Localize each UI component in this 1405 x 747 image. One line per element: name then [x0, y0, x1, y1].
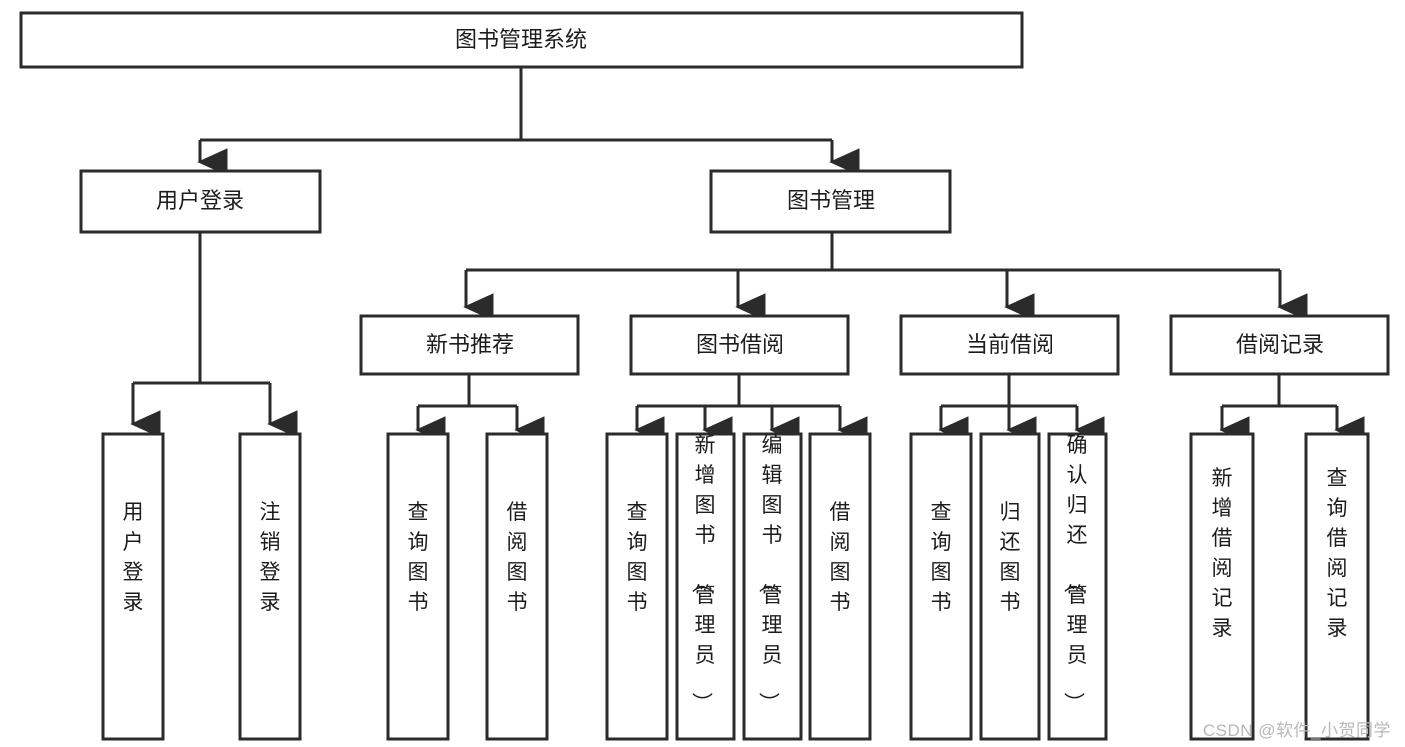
node-leaf-add-record[interactable]: 新增借阅记录 [1189, 432, 1255, 741]
node-leaf-borrow-book-a-label: 借阅图书 [507, 501, 528, 614]
node-leaf-add-book-label: 新增图书（管理员） [690, 434, 716, 713]
node-leaf-borrow-book-b-label: 借阅图书 [830, 501, 851, 614]
node-leaf-query-book-b-label: 查询图书 [627, 501, 648, 614]
csdn-watermark: CSDN @软件_小贺同学 [1202, 721, 1391, 740]
node-book-borrow-box[interactable] [629, 314, 850, 376]
node-user-login-label: 用户登录 [156, 188, 244, 213]
node-leaf-add-record-box[interactable] [1189, 432, 1255, 741]
node-leaf-confirm-return-box[interactable] [1047, 432, 1108, 741]
node-leaf-query-record-label: 查询借阅记录 [1327, 467, 1348, 640]
node-leaf-confirm-return-label: 确认归还（管理员） [1062, 434, 1088, 713]
node-leaf-borrow-book-b-box[interactable] [808, 432, 872, 741]
node-leaf-query-book-b-box[interactable] [605, 432, 669, 741]
node-borrow-record-label: 借阅记录 [1236, 332, 1324, 357]
node-leaf-edit-book[interactable]: 编辑图书（管理员） [742, 432, 803, 741]
node-leaf-query-record[interactable]: 查询借阅记录 [1304, 432, 1370, 741]
node-leaf-return-book[interactable]: 归还图书 [979, 432, 1041, 741]
node-book-borrow[interactable]: 图书借阅 [629, 314, 850, 376]
node-leaf-logout-box[interactable] [238, 432, 302, 741]
node-new-book-rec[interactable]: 新书推荐 [359, 314, 580, 376]
node-leaf-query-book-b[interactable]: 查询图书 [605, 432, 669, 741]
node-root-box[interactable] [19, 11, 1024, 69]
node-borrow-record-box[interactable] [1169, 314, 1390, 376]
node-leaf-edit-book-label: 编辑图书（管理员） [757, 434, 783, 713]
node-leaf-add-record-label: 新增借阅记录 [1212, 467, 1233, 640]
node-user-login[interactable]: 用户登录 [79, 169, 322, 234]
node-leaf-query-book-c[interactable]: 查询图书 [909, 432, 973, 741]
node-leaf-user-login-box[interactable] [101, 432, 165, 741]
node-current-borrow-label: 当前借阅 [966, 332, 1054, 357]
node-leaf-user-login-label: 用户登录 [123, 501, 144, 614]
node-user-login-box[interactable] [79, 169, 322, 234]
node-leaf-query-record-box[interactable] [1304, 432, 1370, 741]
node-book-manage-label: 图书管理 [787, 188, 875, 213]
node-current-borrow[interactable]: 当前借阅 [899, 314, 1120, 376]
node-leaf-borrow-book-a[interactable]: 借阅图书 [485, 432, 549, 741]
node-borrow-record[interactable]: 借阅记录 [1169, 314, 1390, 376]
node-book-borrow-label: 图书借阅 [696, 332, 784, 357]
node-root-label: 图书管理系统 [455, 27, 587, 52]
node-leaf-user-login[interactable]: 用户登录 [101, 432, 165, 741]
edges-group [130, 67, 1365, 444]
node-new-book-rec-box[interactable] [359, 314, 580, 376]
node-new-book-rec-label: 新书推荐 [426, 332, 514, 357]
node-leaf-add-book-box[interactable] [675, 432, 736, 741]
node-leaf-edit-book-box[interactable] [742, 432, 803, 741]
node-book-manage-box[interactable] [709, 169, 952, 234]
node-leaf-logout[interactable]: 注销登录 [238, 432, 302, 741]
node-leaf-borrow-book-b[interactable]: 借阅图书 [808, 432, 872, 741]
node-root[interactable]: 图书管理系统 [19, 11, 1024, 69]
node-leaf-query-book-a-label: 查询图书 [408, 501, 429, 614]
node-leaf-query-book-a[interactable]: 查询图书 [386, 432, 450, 741]
node-leaf-add-book[interactable]: 新增图书（管理员） [675, 432, 736, 741]
node-leaf-return-book-label: 归还图书 [1000, 501, 1021, 614]
node-leaf-logout-label: 注销登录 [260, 501, 281, 614]
node-leaf-query-book-c-label: 查询图书 [931, 501, 952, 614]
node-leaf-return-book-box[interactable] [979, 432, 1041, 741]
node-leaf-query-book-a-box[interactable] [386, 432, 450, 741]
node-leaf-confirm-return[interactable]: 确认归还（管理员） [1047, 432, 1108, 741]
node-current-borrow-box[interactable] [899, 314, 1120, 376]
node-leaf-borrow-book-a-box[interactable] [485, 432, 549, 741]
node-leaf-query-book-c-box[interactable] [909, 432, 973, 741]
node-book-manage[interactable]: 图书管理 [709, 169, 952, 234]
